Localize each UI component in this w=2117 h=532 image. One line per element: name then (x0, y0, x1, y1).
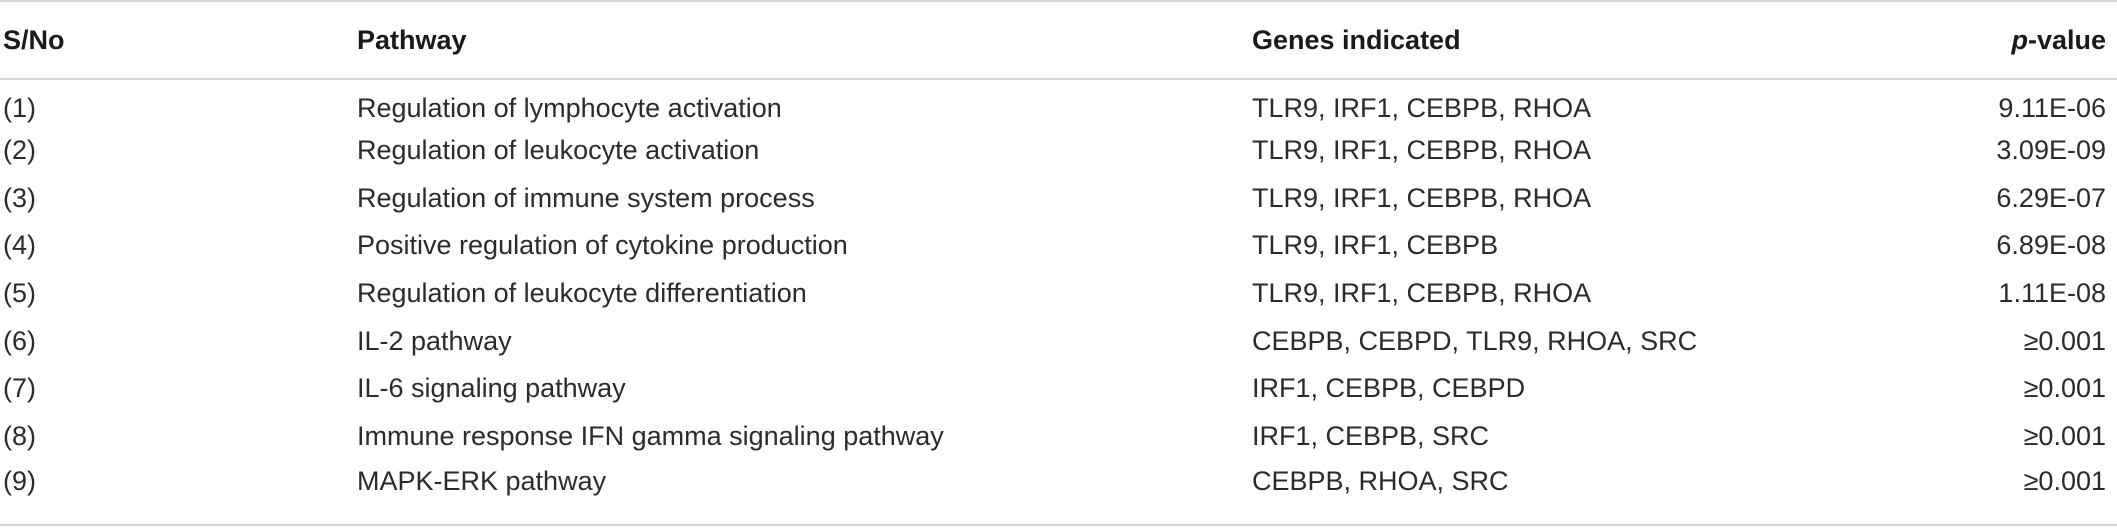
cell-pvalue: 6.29E-07 (1996, 182, 2106, 213)
cell-pvalue: 9.11E-06 (1998, 92, 2106, 123)
cell-genes: TLR9, IRF1, CEBPB, RHOA (1252, 182, 1592, 213)
table-row: (2) Regulation of leukocyte activation T… (0, 127, 2117, 175)
cell-sno: (3) (3, 182, 36, 213)
header-pvalue-italic: p (2011, 24, 2028, 55)
cell-pathway: IL-6 signaling pathway (357, 373, 626, 404)
cell-genes: CEBPB, RHOA, SRC (1252, 465, 1509, 496)
cell-genes: TLR9, IRF1, CEBPB, RHOA (1252, 135, 1592, 166)
cell-sno: (5) (3, 278, 36, 309)
cell-pathway: Regulation of immune system process (357, 182, 815, 213)
table-header: S/No Pathway Genes indicated p-value (0, 0, 2117, 80)
cell-pathway: Immune response IFN gamma signaling path… (357, 421, 944, 452)
cell-genes: TLR9, IRF1, CEBPB (1252, 230, 1499, 261)
cell-genes: TLR9, IRF1, CEBPB, RHOA (1252, 92, 1592, 123)
header-pvalue-rest: -value (2027, 24, 2106, 55)
cell-pathway: Positive regulation of cytokine producti… (357, 230, 848, 261)
cell-sno: (7) (3, 373, 36, 404)
cell-genes: TLR9, IRF1, CEBPB, RHOA (1252, 278, 1592, 309)
cell-pvalue: ≥0.001 (2023, 421, 2106, 452)
cell-sno: (2) (3, 135, 36, 166)
cell-pvalue: 6.89E-08 (1996, 230, 2106, 261)
header-genes: Genes indicated (1252, 0, 1837, 80)
cell-pvalue: ≥0.001 (2023, 465, 2106, 496)
cell-sno: (6) (3, 325, 36, 356)
table-row: (8) Immune response IFN gamma signaling … (0, 413, 2117, 461)
pathway-table: S/No Pathway Genes indicated p-value (1)… (0, 0, 2117, 508)
cell-genes: CEBPB, CEBPD, TLR9, RHOA, SRC (1252, 325, 1698, 356)
table-row: (4) Positive regulation of cytokine prod… (0, 222, 2117, 270)
cell-genes: IRF1, CEBPB, SRC (1252, 421, 1490, 452)
table-row: (1) Regulation of lymphocyte activation … (0, 79, 2117, 127)
cell-pvalue: ≥0.001 (2023, 325, 2106, 356)
cell-pvalue: 3.09E-09 (1996, 135, 2106, 166)
cell-pvalue: 1.11E-08 (1998, 278, 2106, 309)
cell-pathway: Regulation of leukocyte activation (357, 135, 760, 166)
table-body: (1) Regulation of lymphocyte activation … (0, 79, 2117, 508)
cell-sno: (8) (3, 421, 36, 452)
header-row: S/No Pathway Genes indicated p-value (0, 0, 2117, 80)
cell-sno: (4) (3, 230, 36, 261)
cell-pathway: Regulation of lymphocyte activation (357, 92, 782, 123)
table-row: (9) MAPK-ERK pathway CEBPB, RHOA, SRC ≥0… (0, 461, 2117, 509)
table-row: (6) IL-2 pathway CEBPB, CEBPD, TLR9, RHO… (0, 317, 2117, 365)
header-pvalue: p-value (1837, 0, 2117, 80)
cell-genes: IRF1, CEBPB, CEBPD (1252, 373, 1526, 404)
header-sno: S/No (0, 0, 357, 80)
cell-pathway: MAPK-ERK pathway (357, 465, 607, 496)
table-row: (3) Regulation of immune system process … (0, 174, 2117, 222)
table-row: (5) Regulation of leukocyte differentiat… (0, 270, 2117, 318)
table-bottom-rule (0, 524, 2117, 526)
cell-pathway: IL-2 pathway (357, 325, 512, 356)
cell-sno: (1) (3, 92, 36, 123)
cell-pathway: Regulation of leukocyte differentiation (357, 278, 807, 309)
table-row: (7) IL-6 signaling pathway IRF1, CEBPB, … (0, 365, 2117, 413)
cell-pvalue: ≥0.001 (2023, 373, 2106, 404)
cell-sno: (9) (3, 465, 36, 496)
header-pathway: Pathway (357, 0, 1252, 80)
